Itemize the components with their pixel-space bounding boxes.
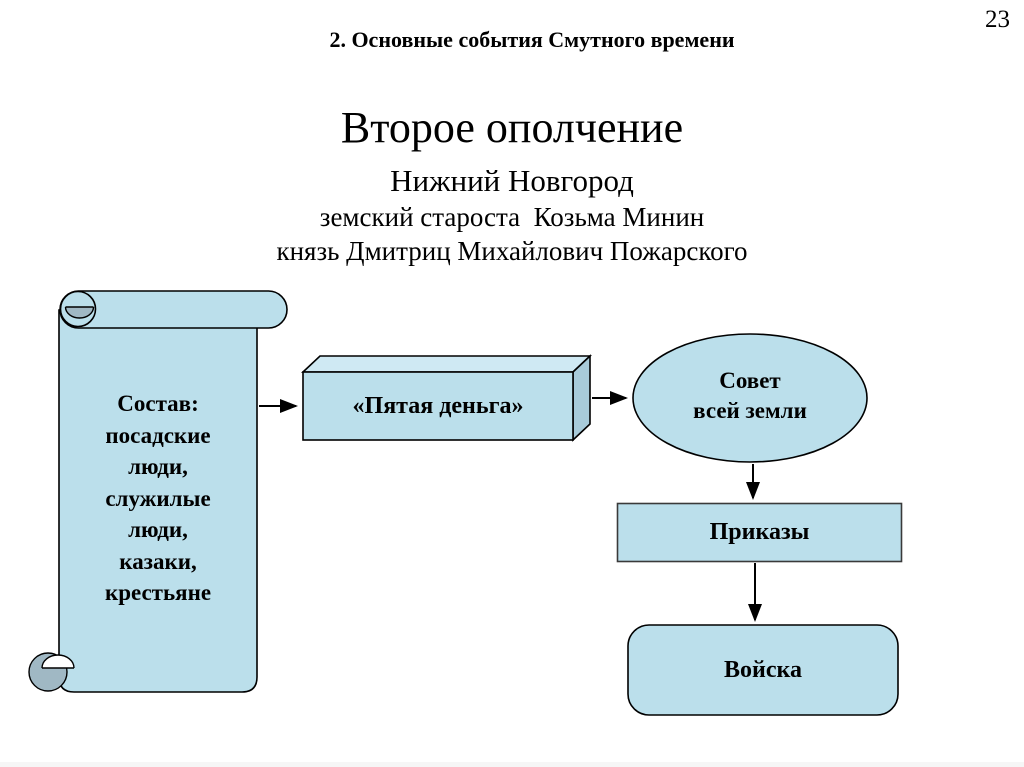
scroll-spiral-inner — [64, 307, 95, 319]
orders-rect — [616, 502, 903, 563]
slide-bottom-edge — [0, 762, 1024, 767]
page-number: 23 — [985, 6, 1010, 33]
scroll-curl-notch — [41, 654, 75, 668]
orders-label: Приказы — [709, 519, 810, 545]
cube-label: «Пятая деньга» — [352, 392, 524, 419]
cube-top-face — [300, 355, 593, 373]
subheading-prince: князь Дмитриц Михайлович Пожарского — [276, 236, 748, 266]
council-ellipse — [632, 333, 868, 463]
scroll-label: Состав: посадские люди, служилые люди, к… — [104, 391, 212, 605]
subheading-elder: земский староста Козьма Минин — [319, 202, 705, 232]
main-heading: Второе ополчение — [340, 103, 684, 152]
cube-front-face — [302, 371, 574, 441]
troops-rounded-rect — [627, 624, 899, 716]
cube-side-face — [572, 354, 591, 442]
council-label: Совет всей земли — [693, 368, 807, 423]
subheading-city: Нижний Новгород — [390, 163, 634, 198]
troops-label: Войска — [724, 656, 802, 683]
slide-title: 2. Основные события Смутного времени — [329, 27, 735, 52]
